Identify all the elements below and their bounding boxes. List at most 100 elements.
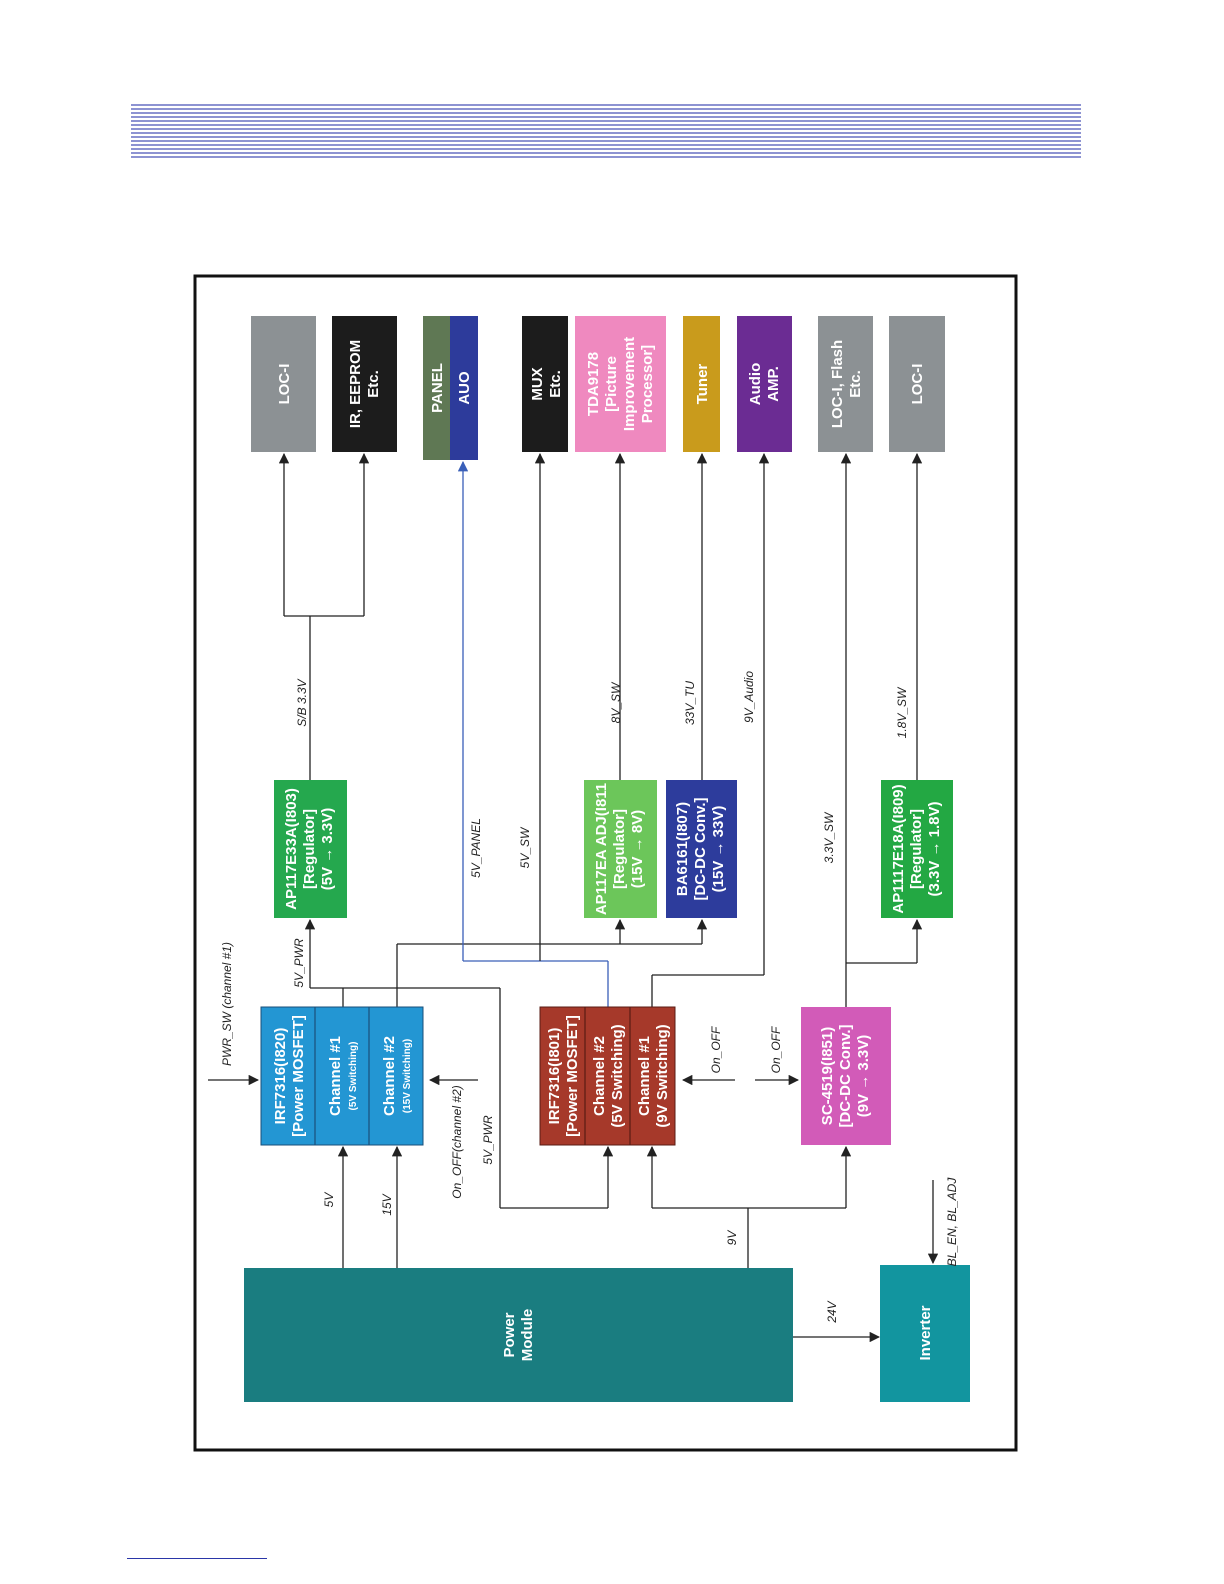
ir-eeprom-block: IR, EEPROM Etc. xyxy=(332,316,397,452)
irf7316-i801-block: IRF7316(I801) [Power MOSFET] Channel #2 … xyxy=(539,1006,676,1146)
loc-i-bottom-block: LOC-I xyxy=(889,316,945,452)
svg-text:(9V Switching): (9V Switching) xyxy=(654,1024,671,1127)
label-5v: 5V xyxy=(322,1192,336,1208)
svg-text:LOC-I, Flash: LOC-I, Flash xyxy=(829,340,846,428)
svg-text:[DC-DC Conv.]: [DC-DC Conv.] xyxy=(692,797,709,900)
header-stripe xyxy=(131,152,1081,154)
svg-text:Etc.: Etc. xyxy=(365,370,382,398)
signal-labels: 5V 15V 9V 24V BL_EN, BL_ADJ PWR_SW (chan… xyxy=(220,671,959,1324)
svg-text:[Power MOSFET]: [Power MOSFET] xyxy=(290,1015,307,1137)
label-9v-audio: 9V_Audio xyxy=(742,671,756,723)
footer-rule xyxy=(127,1558,267,1559)
label-33v-tu: 33V_TU xyxy=(683,681,697,725)
svg-text:(15V → 8V): (15V → 8V) xyxy=(629,810,646,888)
label-5v-pwr-a: 5V_PWR xyxy=(292,938,306,988)
label-pwr-sw: PWR_SW (channel #1) xyxy=(220,942,234,1066)
label-1-8v-sw: 1.8V_SW xyxy=(895,686,909,738)
svg-text:LOC-I: LOC-I xyxy=(909,364,926,405)
label-bl-en: BL_EN, BL_ADJ xyxy=(945,1177,959,1267)
svg-text:IRF7316(I820): IRF7316(I820) xyxy=(272,1028,289,1125)
svg-text:Improvement: Improvement xyxy=(621,337,638,431)
tuner-block: Tuner xyxy=(683,316,720,452)
svg-text:BA6161(I807): BA6161(I807) xyxy=(674,802,691,896)
svg-text:[Regulator]: [Regulator] xyxy=(611,809,628,889)
svg-text:Power: Power xyxy=(501,1312,518,1357)
label-5v-pwr-b: 5V_PWR xyxy=(481,1115,495,1165)
header-stripe xyxy=(131,124,1081,126)
mux-block: MUX Etc. xyxy=(522,316,568,452)
svg-text:Module: Module xyxy=(519,1309,536,1362)
loc-i-flash-block: LOC-I, Flash Etc. xyxy=(818,316,873,452)
label-5v-panel: 5V_PANEL xyxy=(469,818,483,878)
label-15v: 15V xyxy=(380,1193,394,1215)
svg-text:Channel #2: Channel #2 xyxy=(591,1036,608,1116)
svg-text:AP117EA ADJ(I811: AP117EA ADJ(I811 xyxy=(593,783,610,915)
header-stripe xyxy=(131,156,1081,158)
svg-text:(3.3V → 1.8V): (3.3V → 1.8V) xyxy=(926,801,943,896)
label-8v-sw: 8V_SW xyxy=(609,681,623,723)
ba6161-block: BA6161(I807) [DC-DC Conv.] (15V → 33V) xyxy=(666,780,737,918)
svg-text:TDA9178: TDA9178 xyxy=(585,352,602,416)
header-stripe xyxy=(131,136,1081,138)
svg-text:[DC-DC Conv.]: [DC-DC Conv.] xyxy=(837,1024,854,1127)
header-stripe xyxy=(131,144,1081,146)
svg-text:Channel #1: Channel #1 xyxy=(327,1036,344,1116)
ap117e33a-block: AP117E33A(I803) [Regulator] (5V → 3.3V) xyxy=(274,780,347,918)
svg-text:(5V Switching): (5V Switching) xyxy=(609,1024,626,1127)
sc4519-block: SC-4519(I851) [DC-DC Conv.] (9V → 3.3V) xyxy=(801,1007,891,1145)
svg-text:(9V → 3.3V): (9V → 3.3V) xyxy=(855,1035,872,1118)
power-module-block: Power Module xyxy=(244,1268,793,1402)
svg-text:SC-4519(I851): SC-4519(I851) xyxy=(819,1027,836,1125)
svg-text:LOC-I: LOC-I xyxy=(276,364,293,405)
inverter-block: Inverter xyxy=(880,1265,970,1402)
svg-text:[Regulator]: [Regulator] xyxy=(908,809,925,889)
label-3-3v-sw: 3.3V_SW xyxy=(822,811,836,863)
svg-text:MUX: MUX xyxy=(529,367,546,400)
ap117ea-adj-block: AP117EA ADJ(I811 [Regulator] (15V → 8V) xyxy=(584,780,657,918)
diagram-frame xyxy=(193,274,1018,1452)
irf7316-i820-block: IRF7316(I820) [Power MOSFET] Channel #1 … xyxy=(260,1006,424,1146)
svg-text:AP117E33A(I803): AP117E33A(I803) xyxy=(283,788,300,910)
svg-text:AMP.: AMP. xyxy=(765,366,782,402)
svg-text:Audio: Audio xyxy=(747,363,764,406)
header-stripe xyxy=(131,120,1081,122)
panel-auo-block: PANEL AUO xyxy=(423,316,478,460)
svg-text:(15V Switching): (15V Switching) xyxy=(402,1039,413,1113)
tda9178-block: TDA9178 [Picture Improvement Processor] xyxy=(575,316,666,452)
svg-text:IR, EEPROM: IR, EEPROM xyxy=(347,340,364,428)
label-on-off-b: On_OFF xyxy=(769,1026,783,1073)
header-stripes xyxy=(131,104,1081,158)
header-stripe xyxy=(131,112,1081,114)
label-24v: 24V xyxy=(825,1300,839,1323)
header-stripe xyxy=(131,104,1081,106)
label-5v-sw: 5V_SW xyxy=(518,826,532,868)
svg-text:(5V Switching): (5V Switching) xyxy=(348,1042,359,1111)
header-stripe xyxy=(131,116,1081,118)
ap1117e18a-block: AP1117E18A(I809) [Regulator] (3.3V → 1.8… xyxy=(881,780,953,918)
audio-amp-block: Audio AMP. xyxy=(737,316,792,452)
svg-text:Etc.: Etc. xyxy=(847,370,864,398)
header-stripe xyxy=(131,128,1081,130)
label-sb33: S/B 3.3V xyxy=(295,678,309,726)
svg-text:Etc.: Etc. xyxy=(547,370,564,398)
connections xyxy=(208,452,939,1343)
svg-text:[Regulator]: [Regulator] xyxy=(301,809,318,889)
svg-text:IRF7316(I801): IRF7316(I801) xyxy=(546,1028,563,1125)
svg-text:Processor]: Processor] xyxy=(639,345,656,423)
svg-text:(15V → 33V): (15V → 33V) xyxy=(710,806,727,893)
label-on-off-a: On_OFF xyxy=(709,1026,723,1073)
header-stripe xyxy=(131,108,1081,110)
svg-text:Inverter: Inverter xyxy=(917,1305,934,1360)
svg-text:[Power MOSFET]: [Power MOSFET] xyxy=(564,1015,581,1137)
header-stripe xyxy=(131,140,1081,142)
label-on-off-ch2: On_OFF(channel #2) xyxy=(450,1085,464,1198)
svg-text:Tuner: Tuner xyxy=(694,364,711,405)
svg-text:(5V → 3.3V): (5V → 3.3V) xyxy=(319,808,336,891)
header-stripe xyxy=(131,148,1081,150)
loc-i-top-block: LOC-I xyxy=(251,316,316,452)
header-stripe xyxy=(131,132,1081,134)
svg-text:PANEL: PANEL xyxy=(429,363,446,413)
svg-text:Channel #1: Channel #1 xyxy=(636,1036,653,1116)
label-9v: 9V xyxy=(725,1230,739,1246)
